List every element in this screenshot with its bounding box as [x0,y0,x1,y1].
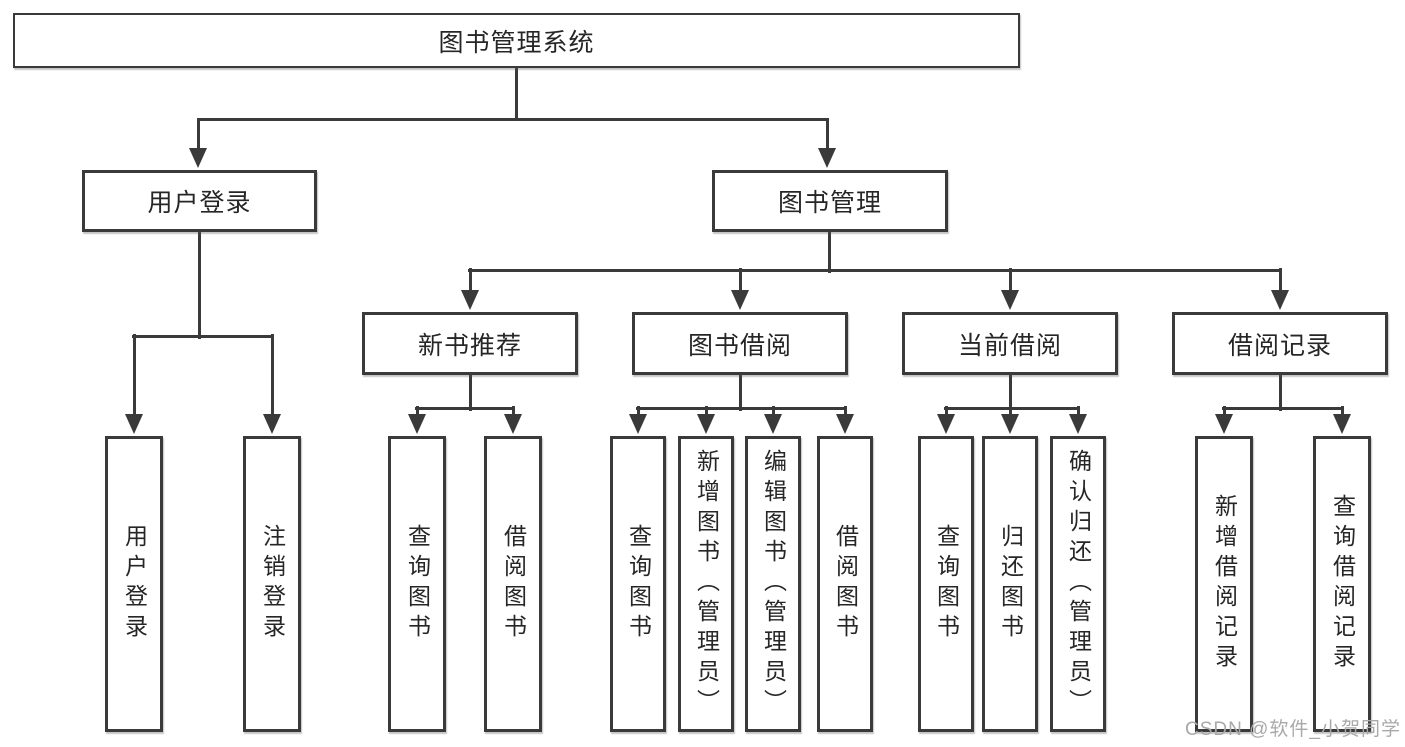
connector-vline [1278,373,1282,411]
leaf-label: 用户登录 [121,524,148,644]
connector-vline [1008,406,1012,416]
arrow-down-icon [1333,414,1351,434]
leaf-borrow-books: 借阅图书 [817,436,873,732]
connector-vline [196,119,200,150]
arrow-down-icon [629,414,647,434]
connector-vline [270,334,274,416]
connector-vline [843,406,847,416]
leaf-label: 查询借阅记录 [1329,494,1356,674]
connector-hline [415,406,515,410]
node-new-book-recommend: 新书推荐 [362,312,578,375]
leaf-logout: 注销登录 [243,436,301,732]
leaf-query-books-borrow: 查询图书 [610,436,666,732]
arrow-down-icon [461,290,479,310]
leaf-label: 新增图书（管理员） [693,449,720,719]
connector-vline [944,406,948,416]
node-label: 图书管理 [777,189,882,217]
connector-hline [197,117,829,121]
connector-vline [1076,406,1080,416]
node-label: 图书借阅 [687,331,792,360]
arrow-down-icon [125,414,143,434]
connector-vline [415,406,419,416]
connector-hline [468,268,1282,272]
node-library-management-system: 图书管理系统 [13,13,1020,68]
connector-vline [1008,373,1012,411]
node-current-borrow: 当前借阅 [902,312,1118,375]
connector-vline [1340,406,1344,416]
arrow-down-icon [697,414,715,434]
leaf-label: 查询图书 [625,524,652,644]
leaf-label: 查询图书 [933,524,960,644]
arrow-down-icon [1271,290,1289,310]
leaf-label: 编辑图书（管理员） [760,449,787,719]
arrow-down-icon [1069,414,1087,434]
leaf-add-borrow-record: 新增借阅记录 [1195,436,1253,732]
leaf-label: 注销登录 [259,524,286,644]
leaf-user-login: 用户登录 [105,436,163,732]
arrow-down-icon [408,414,426,434]
connector-hline [1222,406,1344,410]
arrow-down-icon [189,148,207,168]
connector-vline [468,268,472,292]
arrow-down-icon [1001,414,1019,434]
connector-vline [511,406,515,416]
leaf-query-books-current: 查询图书 [918,436,974,732]
leaf-label: 归还图书 [997,524,1024,644]
leaf-label: 查询图书 [404,524,431,644]
connector-vline [132,334,136,416]
node-borrow-records: 借阅记录 [1172,312,1388,375]
connector-vline [468,373,472,411]
connector-vline [1222,406,1226,416]
node-book-borrow: 图书借阅 [632,312,848,375]
arrow-down-icon [818,148,836,168]
connector-vline [825,119,829,150]
csdn-watermark: CSDN @软件_小贺同学 [1185,719,1401,740]
node-label: 用户登录 [147,189,252,217]
node-label: 当前借阅 [957,331,1062,360]
node-book-management: 图书管理 [712,170,948,232]
connector-hline [132,334,274,338]
leaf-edit-book-admin: 编辑图书（管理员） [745,436,801,732]
connector-hline [636,406,847,410]
arrow-down-icon [504,414,522,434]
connector-vline [704,406,708,416]
leaf-label: 借阅图书 [832,524,859,644]
leaf-borrow-books-recommend: 借阅图书 [484,436,542,732]
node-label: 借阅记录 [1227,331,1332,360]
connector-vline [738,373,742,411]
arrow-down-icon [263,414,281,434]
arrow-down-icon [731,290,749,310]
connector-vline [636,406,640,416]
arrow-down-icon [836,414,854,434]
connector-vline [514,66,518,121]
connector-vline [771,406,775,416]
connector-vline [1278,268,1282,292]
leaf-label: 确认归还（管理员） [1065,449,1092,719]
arrow-down-icon [1001,290,1019,310]
connector-vline [738,268,742,292]
leaf-add-book-admin: 新增图书（管理员） [678,436,734,732]
connector-vline [197,230,201,339]
leaf-label: 新增借阅记录 [1211,494,1238,674]
node-label: 新书推荐 [417,331,522,360]
arrow-down-icon [937,414,955,434]
leaf-confirm-return-admin: 确认归还（管理员） [1050,436,1106,732]
node-user-login: 用户登录 [82,170,317,232]
leaf-return-book: 归还图书 [982,436,1038,732]
arrow-down-icon [1215,414,1233,434]
leaf-label: 借阅图书 [500,524,527,644]
connector-vline [1008,268,1012,292]
node-label: 图书管理系统 [438,28,595,57]
connector-hline [944,406,1080,410]
connector-vline [827,230,831,273]
leaf-query-borrow-record: 查询借阅记录 [1313,436,1371,732]
arrow-down-icon [764,414,782,434]
leaf-query-books-recommend: 查询图书 [388,436,446,732]
